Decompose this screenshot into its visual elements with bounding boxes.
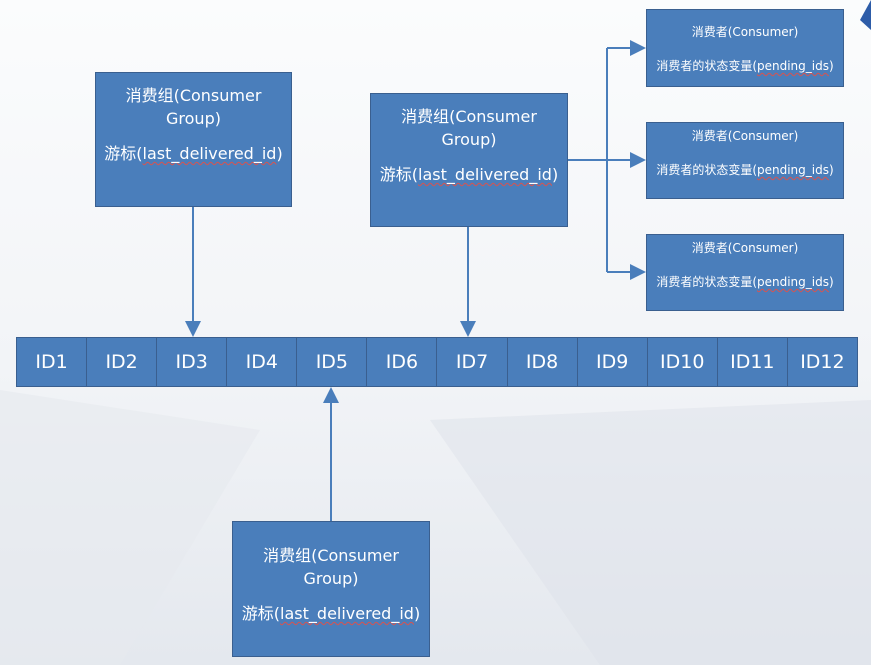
cursor-var: last_delivered_id: [418, 165, 552, 184]
consumer-group-box-3: 消费组(Consumer Group) 游标(last_delivered_id…: [232, 521, 430, 657]
group-cursor: 游标(last_delivered_id): [371, 163, 567, 186]
state-prefix: 消费者的状态变量(: [656, 275, 757, 289]
group-title-line1: 消费组(Consumer: [401, 107, 537, 126]
consumer-name-word: Consumer: [732, 25, 794, 39]
group-title: 消费组(Consumer Group): [233, 544, 429, 590]
cursor-prefix: 游标(: [379, 165, 419, 184]
consumer-name-suffix: ): [793, 129, 799, 143]
state-suffix: ): [828, 163, 834, 177]
consumer-state: 消费者的状态变量(pending_ids): [647, 162, 843, 178]
stream-id-cell: ID2: [87, 338, 158, 386]
group-title-line1: 消费组(Consumer: [263, 546, 399, 565]
consumer-name: 消费者(Consumer): [647, 24, 843, 40]
stream-id-cell: ID4: [227, 338, 298, 386]
consumer-box-1: 消费者(Consumer) 消费者的状态变量(pending_ids): [646, 9, 844, 87]
group-cursor: 游标(last_delivered_id): [233, 602, 429, 625]
stream-id-cell: ID11: [718, 338, 788, 386]
group-title: 消费组(Consumer Group): [371, 105, 567, 151]
stream-id-cell: ID12: [800, 351, 845, 373]
stream-id-cell: ID5: [297, 338, 368, 386]
group-title-line1: 消费组(Consumer: [125, 86, 262, 105]
consumer-name-word: Consumer: [732, 129, 794, 143]
cursor-prefix: 游标(: [241, 604, 281, 623]
consumer-box-3: 消费者(Consumer) 消费者的状态变量(pending_ids): [646, 234, 844, 311]
group-title-line2: Group): [303, 569, 359, 588]
stream-id-cell: ID10: [648, 338, 718, 386]
group-title: 消费组(Consumer Group): [96, 84, 291, 130]
consumer-state: 消费者的状态变量(pending_ids): [647, 58, 843, 74]
state-var: pending_ids: [757, 163, 829, 177]
stream-id-cell: ID9: [578, 338, 648, 386]
state-prefix: 消费者的状态变量(: [656, 163, 757, 177]
stream-id-cell: ID1: [17, 338, 88, 386]
stream-id-cell: ID3: [157, 338, 228, 386]
group-cursor: 游标(last_delivered_id): [96, 142, 291, 165]
consumer-name-word: Consumer: [732, 241, 794, 255]
consumer-state: 消费者的状态变量(pending_ids): [647, 274, 843, 290]
cursor-suffix: ): [276, 144, 283, 163]
cursor-suffix: ): [413, 604, 421, 623]
group-title-line2: Group): [441, 130, 497, 149]
stream-id-cell: ID8: [508, 338, 578, 386]
message-stream: ID1 ID2 ID3 ID4 ID5 ID6 ID7 ID8 ID9 ID10…: [16, 337, 858, 387]
group-title-line2: Group): [166, 109, 221, 128]
consumer-name: 消费者(Consumer): [647, 240, 843, 256]
state-prefix: 消费者的状态变量(: [656, 59, 757, 73]
state-suffix: ): [828, 59, 834, 73]
cursor-var: last_delivered_id: [142, 144, 277, 163]
state-suffix: ): [828, 275, 834, 289]
consumer-name-suffix: ): [793, 241, 799, 255]
consumer-name-suffix: ): [793, 25, 799, 39]
consumer-name-prefix: 消费者(: [691, 25, 733, 39]
consumer-name-prefix: 消费者(: [691, 241, 733, 255]
consumer-group-box-2: 消费组(Consumer Group) 游标(last_delivered_id…: [370, 93, 568, 227]
consumer-name-prefix: 消费者(: [691, 129, 733, 143]
state-var: pending_ids: [757, 275, 829, 289]
cursor-suffix: ): [551, 165, 559, 184]
consumer-name: 消费者(Consumer): [647, 128, 843, 144]
consumer-box-2: 消费者(Consumer) 消费者的状态变量(pending_ids): [646, 122, 844, 199]
stream-id-cell: ID7: [437, 338, 508, 386]
cursor-var: last_delivered_id: [280, 604, 414, 623]
state-var: pending_ids: [757, 59, 829, 73]
stream-id-cell: ID6: [367, 338, 438, 386]
consumer-group-box-1: 消费组(Consumer Group) 游标(last_delivered_id…: [95, 72, 292, 207]
cursor-prefix: 游标(: [104, 144, 143, 163]
